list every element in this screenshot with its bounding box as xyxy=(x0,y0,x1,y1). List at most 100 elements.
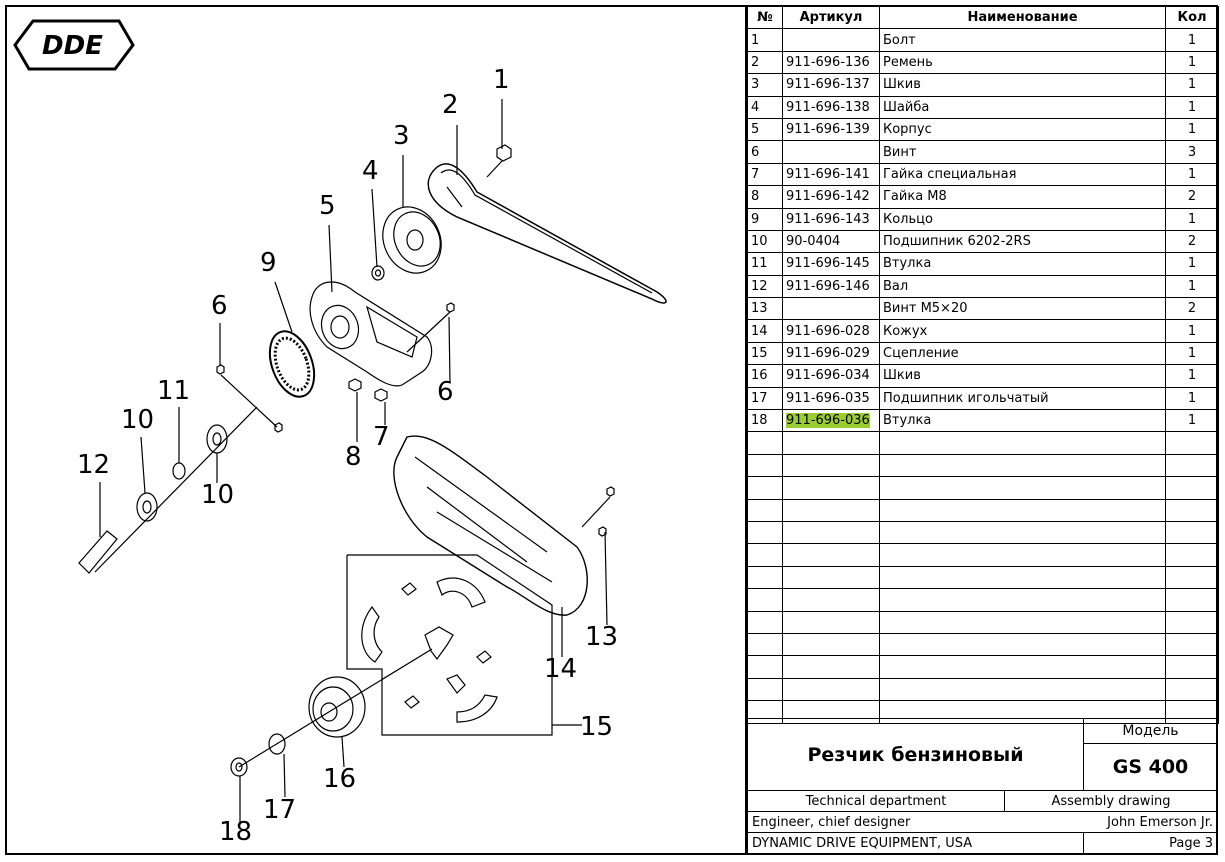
cell-num: 15 xyxy=(747,341,783,366)
cell-article xyxy=(782,520,880,545)
cell-num: 6 xyxy=(747,140,783,164)
callout-13: 13 xyxy=(585,622,618,652)
cell-qty: 1 xyxy=(1165,409,1219,433)
callout-10b: 10 xyxy=(201,480,234,510)
cell-num: 4 xyxy=(747,95,783,119)
cell-qty xyxy=(1165,520,1219,545)
cell-name: Втулка xyxy=(879,252,1166,276)
cell-qty: 2 xyxy=(1165,229,1219,254)
cell-name xyxy=(879,588,1166,612)
cell-article: 911-696-035 xyxy=(782,386,880,411)
cell-qty: 1 xyxy=(1165,162,1219,187)
cell-article: 911-696-137 xyxy=(782,73,880,97)
cell-num xyxy=(747,565,783,590)
cell-article xyxy=(782,588,880,612)
table-row xyxy=(747,632,1219,657)
callout-12: 12 xyxy=(77,450,110,480)
table-row xyxy=(747,543,1219,567)
callout-10a: 10 xyxy=(121,405,154,435)
company: DYNAMIC DRIVE EQUIPMENT, USA xyxy=(747,832,1084,854)
callout-11: 11 xyxy=(157,376,190,406)
cell-article: 90-0404 xyxy=(782,229,880,254)
callout-4: 4 xyxy=(362,156,379,186)
table-row xyxy=(747,588,1219,612)
table-row xyxy=(747,677,1219,702)
cell-qty: 1 xyxy=(1165,274,1219,299)
header-name: Наименование xyxy=(879,5,1166,30)
cell-num xyxy=(747,520,783,545)
cell-name: Гайка специальная xyxy=(879,162,1166,187)
cell-name: Втулка xyxy=(879,409,1166,433)
cell-num xyxy=(747,498,783,522)
callout-17: 17 xyxy=(263,795,296,825)
page-number: Page 3 xyxy=(1083,832,1218,854)
cell-qty xyxy=(1165,431,1219,455)
cell-qty xyxy=(1165,453,1219,478)
cell-qty: 1 xyxy=(1165,95,1219,119)
callout-1: 1 xyxy=(493,65,510,95)
cell-num xyxy=(747,431,783,455)
callout-5: 5 xyxy=(319,191,336,221)
cell-name xyxy=(879,677,1166,702)
cell-name: Кольцо xyxy=(879,207,1166,231)
cell-article: 911-696-028 xyxy=(782,319,880,343)
cell-article: 911-696-146 xyxy=(782,274,880,299)
cell-name xyxy=(879,520,1166,545)
cell-name xyxy=(879,453,1166,478)
callout-14: 14 xyxy=(544,654,577,684)
cell-num xyxy=(747,655,783,679)
cell-num: 5 xyxy=(747,117,783,142)
cell-name: Шайба xyxy=(879,95,1166,119)
cell-name: Ремень xyxy=(879,50,1166,75)
cell-num: 17 xyxy=(747,386,783,411)
assembly-drawing: DDE xyxy=(7,7,745,853)
drawing-type: Assembly drawing xyxy=(1004,790,1218,812)
cell-qty: 3 xyxy=(1165,140,1219,164)
cell-name: Гайка М8 xyxy=(879,185,1166,209)
cell-qty: 2 xyxy=(1165,297,1219,321)
cell-qty: 1 xyxy=(1165,319,1219,343)
designer-role: Engineer, chief designer xyxy=(752,814,911,830)
callout-2: 2 xyxy=(442,90,459,120)
exploded-parts xyxy=(78,99,667,822)
cell-name: Шкив xyxy=(879,73,1166,97)
cell-qty: 1 xyxy=(1165,364,1219,388)
cell-name xyxy=(879,655,1166,679)
header-qty: Кол xyxy=(1165,5,1219,30)
callout-labels: 1 2 3 4 5 6 6 7 8 9 10 10 11 12 13 14 15… xyxy=(77,65,618,847)
table-row xyxy=(747,520,1219,545)
cell-article xyxy=(782,297,880,321)
cell-article: 911-696-034 xyxy=(782,364,880,388)
cell-article xyxy=(782,543,880,567)
cell-name: Винт xyxy=(879,140,1166,164)
cell-num: 13 xyxy=(747,297,783,321)
cell-num xyxy=(747,476,783,500)
cell-num: 11 xyxy=(747,252,783,276)
cell-article xyxy=(782,28,880,52)
cell-num xyxy=(747,543,783,567)
callout-18: 18 xyxy=(219,817,252,847)
cell-qty: 1 xyxy=(1165,386,1219,411)
cell-article xyxy=(782,632,880,657)
callout-3: 3 xyxy=(393,121,410,151)
cell-article: 911-696-145 xyxy=(782,252,880,276)
cell-article xyxy=(782,431,880,455)
cell-name: Вал xyxy=(879,274,1166,299)
cell-qty: 1 xyxy=(1165,28,1219,52)
cell-num xyxy=(747,632,783,657)
cell-num: 9 xyxy=(747,207,783,231)
callout-9: 9 xyxy=(260,248,277,278)
cell-name: Сцепление xyxy=(879,341,1166,366)
cell-qty xyxy=(1165,700,1219,724)
cell-num: 12 xyxy=(747,274,783,299)
table-row xyxy=(747,655,1219,679)
